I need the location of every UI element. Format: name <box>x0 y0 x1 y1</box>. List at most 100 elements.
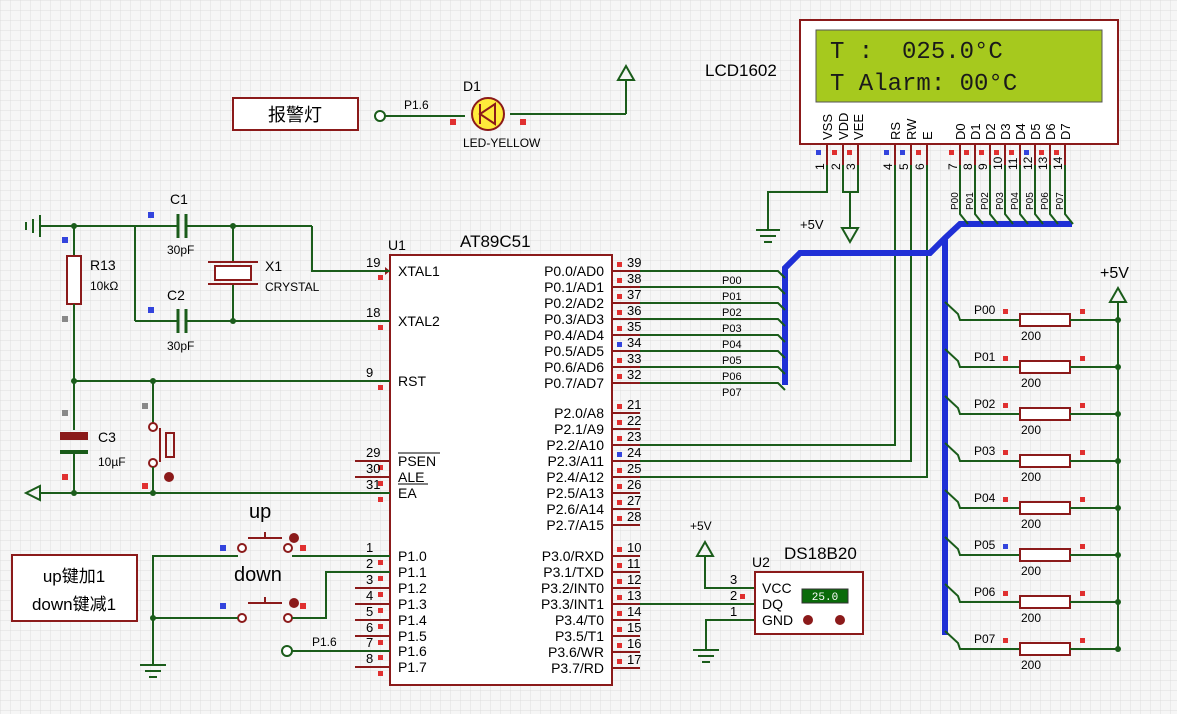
note-line-1: up键加1 <box>43 567 105 586</box>
mcu-pin-number: 16 <box>627 636 641 651</box>
lcd-pin-name: D3 <box>998 123 1013 140</box>
lcd-bus-label: P07 <box>1055 192 1066 210</box>
mcu-pin-number: 2 <box>366 556 373 571</box>
mcu-pin-name: P0.4/AD4 <box>544 327 604 343</box>
lcd-pin-name: VEE <box>851 114 866 140</box>
r13-ref: R13 <box>90 257 116 273</box>
buttons-block: up键加1 down键减1 up down <box>11 501 390 678</box>
mcu-pin-number: 10 <box>627 540 641 555</box>
lcd-pin-number: 11 <box>1006 157 1020 170</box>
clock-reset-circuit: C1 30pF C2 30pF X1 CRYSTAL R13 10kΩ <box>23 191 390 502</box>
alarm-lamp-label: 报警灯 <box>268 105 322 125</box>
mcu-pin-number: 15 <box>627 620 641 635</box>
mcu-pin-name: P0.3/AD3 <box>544 311 604 327</box>
mcu-pin-name: P1.0 <box>398 548 427 564</box>
lcd-pin-name: D4 <box>1013 123 1028 140</box>
lcd-pin-name: RW <box>904 118 919 140</box>
mcu-pin-number: 17 <box>627 652 641 667</box>
mcu-pin-number: 36 <box>627 303 641 318</box>
lcd-pin-number: 14 <box>1051 156 1065 170</box>
mcu-pin-name: P2.1/A9 <box>554 421 604 437</box>
p0-net-label: P07 <box>722 387 742 399</box>
mcu-pin-name: P3.4/T0 <box>555 612 604 628</box>
sensor-pin-name: DQ <box>762 596 783 612</box>
mcu-at89c51: U1 AT89C51 19XTAL118XTAL29RST29PSEN30ALE… <box>355 232 786 686</box>
pullup-net-label: P04 <box>974 491 996 505</box>
mcu-left-pins: 19XTAL118XTAL29RST29PSEN30ALE31EA1P1.02P… <box>355 255 440 676</box>
pullup-net-label: P02 <box>974 397 996 411</box>
mcu-pin-number: 11 <box>627 556 641 571</box>
mcu-pin-number: 29 <box>366 445 380 460</box>
sensor-display <box>801 588 849 604</box>
pullup-resistor-icon <box>1019 595 1071 609</box>
mcu-pin-name: P2.7/A15 <box>546 517 604 533</box>
pullup-value: 200 <box>1021 329 1041 343</box>
mcu-pin-number: 4 <box>366 588 373 603</box>
pullup-resistor-icon <box>1019 642 1071 656</box>
pullup-value: 200 <box>1021 423 1041 437</box>
p0-net-label: P00 <box>722 275 742 287</box>
lcd-pin-group: VSS1VDD2VEE3RS4RW5E6D07D18D29D310D411D51… <box>813 113 1073 170</box>
mcu-pin-number: 31 <box>366 477 380 492</box>
mcu-pin-number: 3 <box>366 572 373 587</box>
pullup-net-label: P07 <box>974 632 996 646</box>
lcd-pin-number: 8 <box>961 163 975 170</box>
pullup-network: +5V P00200P01200P02200P03200P04200P05200… <box>944 265 1129 672</box>
p16-terminal[interactable] <box>281 645 293 657</box>
led-net-label: P1.6 <box>404 98 429 112</box>
lcd-bus-label: P05 <box>1025 192 1036 210</box>
mcu-pin-number: 26 <box>627 477 641 492</box>
mcu-pin-number: 5 <box>366 604 373 619</box>
lcd-pin-number: 9 <box>976 163 990 170</box>
mcu-pin-name: P0.6/AD6 <box>544 359 604 375</box>
mcu-pin-name: P3.6/WR <box>548 644 604 660</box>
lcd-pin-number: 12 <box>1021 156 1035 170</box>
mcu-pin-name: P1.6 <box>398 643 427 659</box>
sensor-up-button[interactable] <box>835 615 845 625</box>
alarm-terminal[interactable] <box>374 110 386 122</box>
crystal-ref: X1 <box>265 258 282 274</box>
pullup-resistor-icon <box>1019 548 1071 562</box>
led-value: LED-YELLOW <box>463 136 541 150</box>
mcu-pin-number: 34 <box>627 335 641 350</box>
down-button[interactable] <box>237 597 299 623</box>
c3-icon <box>60 432 88 440</box>
c1-value: 30pF <box>167 243 194 257</box>
pullup-net-label: P05 <box>974 538 996 552</box>
lcd-bus-label: P00 <box>950 192 961 210</box>
up-button[interactable] <box>237 532 299 553</box>
pullup-value: 200 <box>1021 658 1041 672</box>
lcd-bus-label: P03 <box>995 192 1006 210</box>
alarm-lamp-box <box>232 97 359 131</box>
pullup-value: 200 <box>1021 564 1041 578</box>
mcu-pin-number: 6 <box>366 620 373 635</box>
crystal-value: CRYSTAL <box>265 280 320 294</box>
c3-value: 10µF <box>98 455 126 469</box>
lcd-pin-name: D6 <box>1043 123 1058 140</box>
mcu-pin-number: 21 <box>627 397 641 412</box>
lcd-control-wires <box>640 165 928 478</box>
mcu-pin-number: 8 <box>366 651 373 666</box>
led-yellow-icon[interactable] <box>471 97 505 131</box>
pullup-net-label: P01 <box>974 350 996 364</box>
sensor-pin-number: 2 <box>730 588 737 603</box>
p16-net-label: P1.6 <box>312 635 337 649</box>
lcd-pin-number: 6 <box>913 163 927 170</box>
mcu-pin-name: P1.7 <box>398 659 427 675</box>
pullup-value: 200 <box>1021 611 1041 625</box>
mcu-body <box>389 254 613 686</box>
mcu-pin-name: P3.7/RD <box>551 660 604 676</box>
mcu-pin-name: P2.6/A14 <box>546 501 604 517</box>
pullup-net-label: P00 <box>974 303 996 317</box>
pullup-net-label: P03 <box>974 444 996 458</box>
lcd-pin-number: 7 <box>946 163 960 170</box>
sensor-down-button[interactable] <box>803 615 813 625</box>
mcu-pin-number: 22 <box>627 413 641 428</box>
reset-switch-icon[interactable] <box>148 422 158 432</box>
mcu-pin-name: P2.5/A13 <box>546 485 604 501</box>
pullup-value: 200 <box>1021 470 1041 484</box>
lcd-vcc-label: +5V <box>800 217 824 232</box>
lcd-pin-number: 4 <box>881 163 895 170</box>
mcu-pin-number: 38 <box>627 271 641 286</box>
